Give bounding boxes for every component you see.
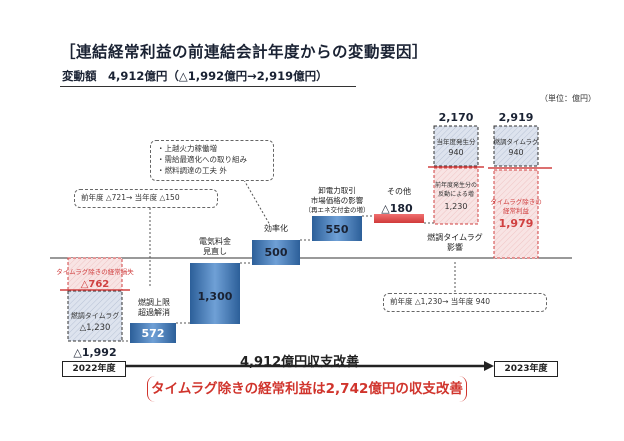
timelag-2022-label: 燃調タイムラグ <box>71 311 120 320</box>
total-2170-label: 2,170 <box>439 111 474 124</box>
subtitle-underline <box>60 86 356 87</box>
bar-timelag-current <box>433 125 479 167</box>
year-start: 2022年度 <box>62 361 126 377</box>
current-value: 940 <box>448 148 463 157</box>
label-efficiency: 効率化 <box>264 224 288 233</box>
value-market: 550 <box>326 223 349 236</box>
label-price-revision: 電気料金見直し <box>199 237 231 257</box>
timelag-2022-value: △1,230 <box>80 323 111 333</box>
value-efficiency: 500 <box>265 246 288 259</box>
prior-value: 1,230 <box>445 202 468 211</box>
value-price-revision: 1,300 <box>198 290 233 303</box>
excl-2023-label-1: タイムラグ除きの <box>490 197 542 206</box>
current-label: 当年度発生分 <box>437 137 477 146</box>
unit-label: （単位：億円） <box>540 94 596 103</box>
value-other: △180 <box>381 202 413 215</box>
bar-2022-timelag <box>67 290 123 342</box>
highlight-box: タイムラグ除きの経常利益は2,742億円の収支改善 <box>147 376 467 402</box>
label-upper-limit: 燃調上限超過解消 <box>138 298 170 318</box>
label-timelag: 燃調タイムラグ影響 <box>427 233 483 253</box>
excl-loss-value: △762 <box>81 279 110 290</box>
excl-loss-label: タイムラグ除きの経常損失 <box>56 267 134 276</box>
bar-other <box>374 214 424 223</box>
change-summary: 変動額 4,912億円（△1,992億円→2,919億円） <box>62 69 328 83</box>
excl-2023-value: 1,979 <box>499 217 534 230</box>
page-title: ［連結経常利益の前連結会計年度からの変動要因］ <box>60 43 429 61</box>
prior-label-1: 前年度発生分の <box>435 181 477 189</box>
timelag-2023-value: 940 <box>508 148 523 157</box>
timelag-2023-label: 燃調タイムラグ <box>493 137 539 146</box>
bar-timelag-prior <box>433 167 479 225</box>
improvement-summary: 4,912億円収支改善 <box>240 355 360 370</box>
total-2919-label: 2,919 <box>499 111 534 124</box>
bar-2023 <box>488 125 552 259</box>
prior-label-2: 反動による増 <box>438 190 474 198</box>
label-other: その他 <box>387 187 411 196</box>
bar-price-revision <box>190 263 240 324</box>
note-upper-limit: 前年度 △721→ 当年度 △150 <box>74 189 218 208</box>
bar-2022 <box>60 257 130 342</box>
total-2022-label: △1,992 <box>73 346 116 359</box>
bar-market <box>312 216 362 241</box>
label-market: 卸電力取引市場価格の影響（再エネ交付金の増） <box>304 186 370 214</box>
note-efficiency: ・上越火力稼働増 ・需給最適化への取り組み ・燃料調達の工夫 外 <box>150 140 274 181</box>
bar-timelag-effect <box>428 125 484 225</box>
value-upper-limit: 572 <box>142 327 165 340</box>
excl-2023-label-2: 経常利益 <box>503 206 530 215</box>
bar-2023-timelag <box>493 125 539 167</box>
note-timelag: 前年度 △1,230→ 当年度 940 <box>383 293 547 312</box>
bar-2022-excl-loss <box>67 257 123 291</box>
bar-2023-excl <box>493 169 539 259</box>
bar-efficiency <box>252 240 300 265</box>
bar-upper-limit <box>130 323 176 343</box>
year-end: 2023年度 <box>494 361 558 377</box>
